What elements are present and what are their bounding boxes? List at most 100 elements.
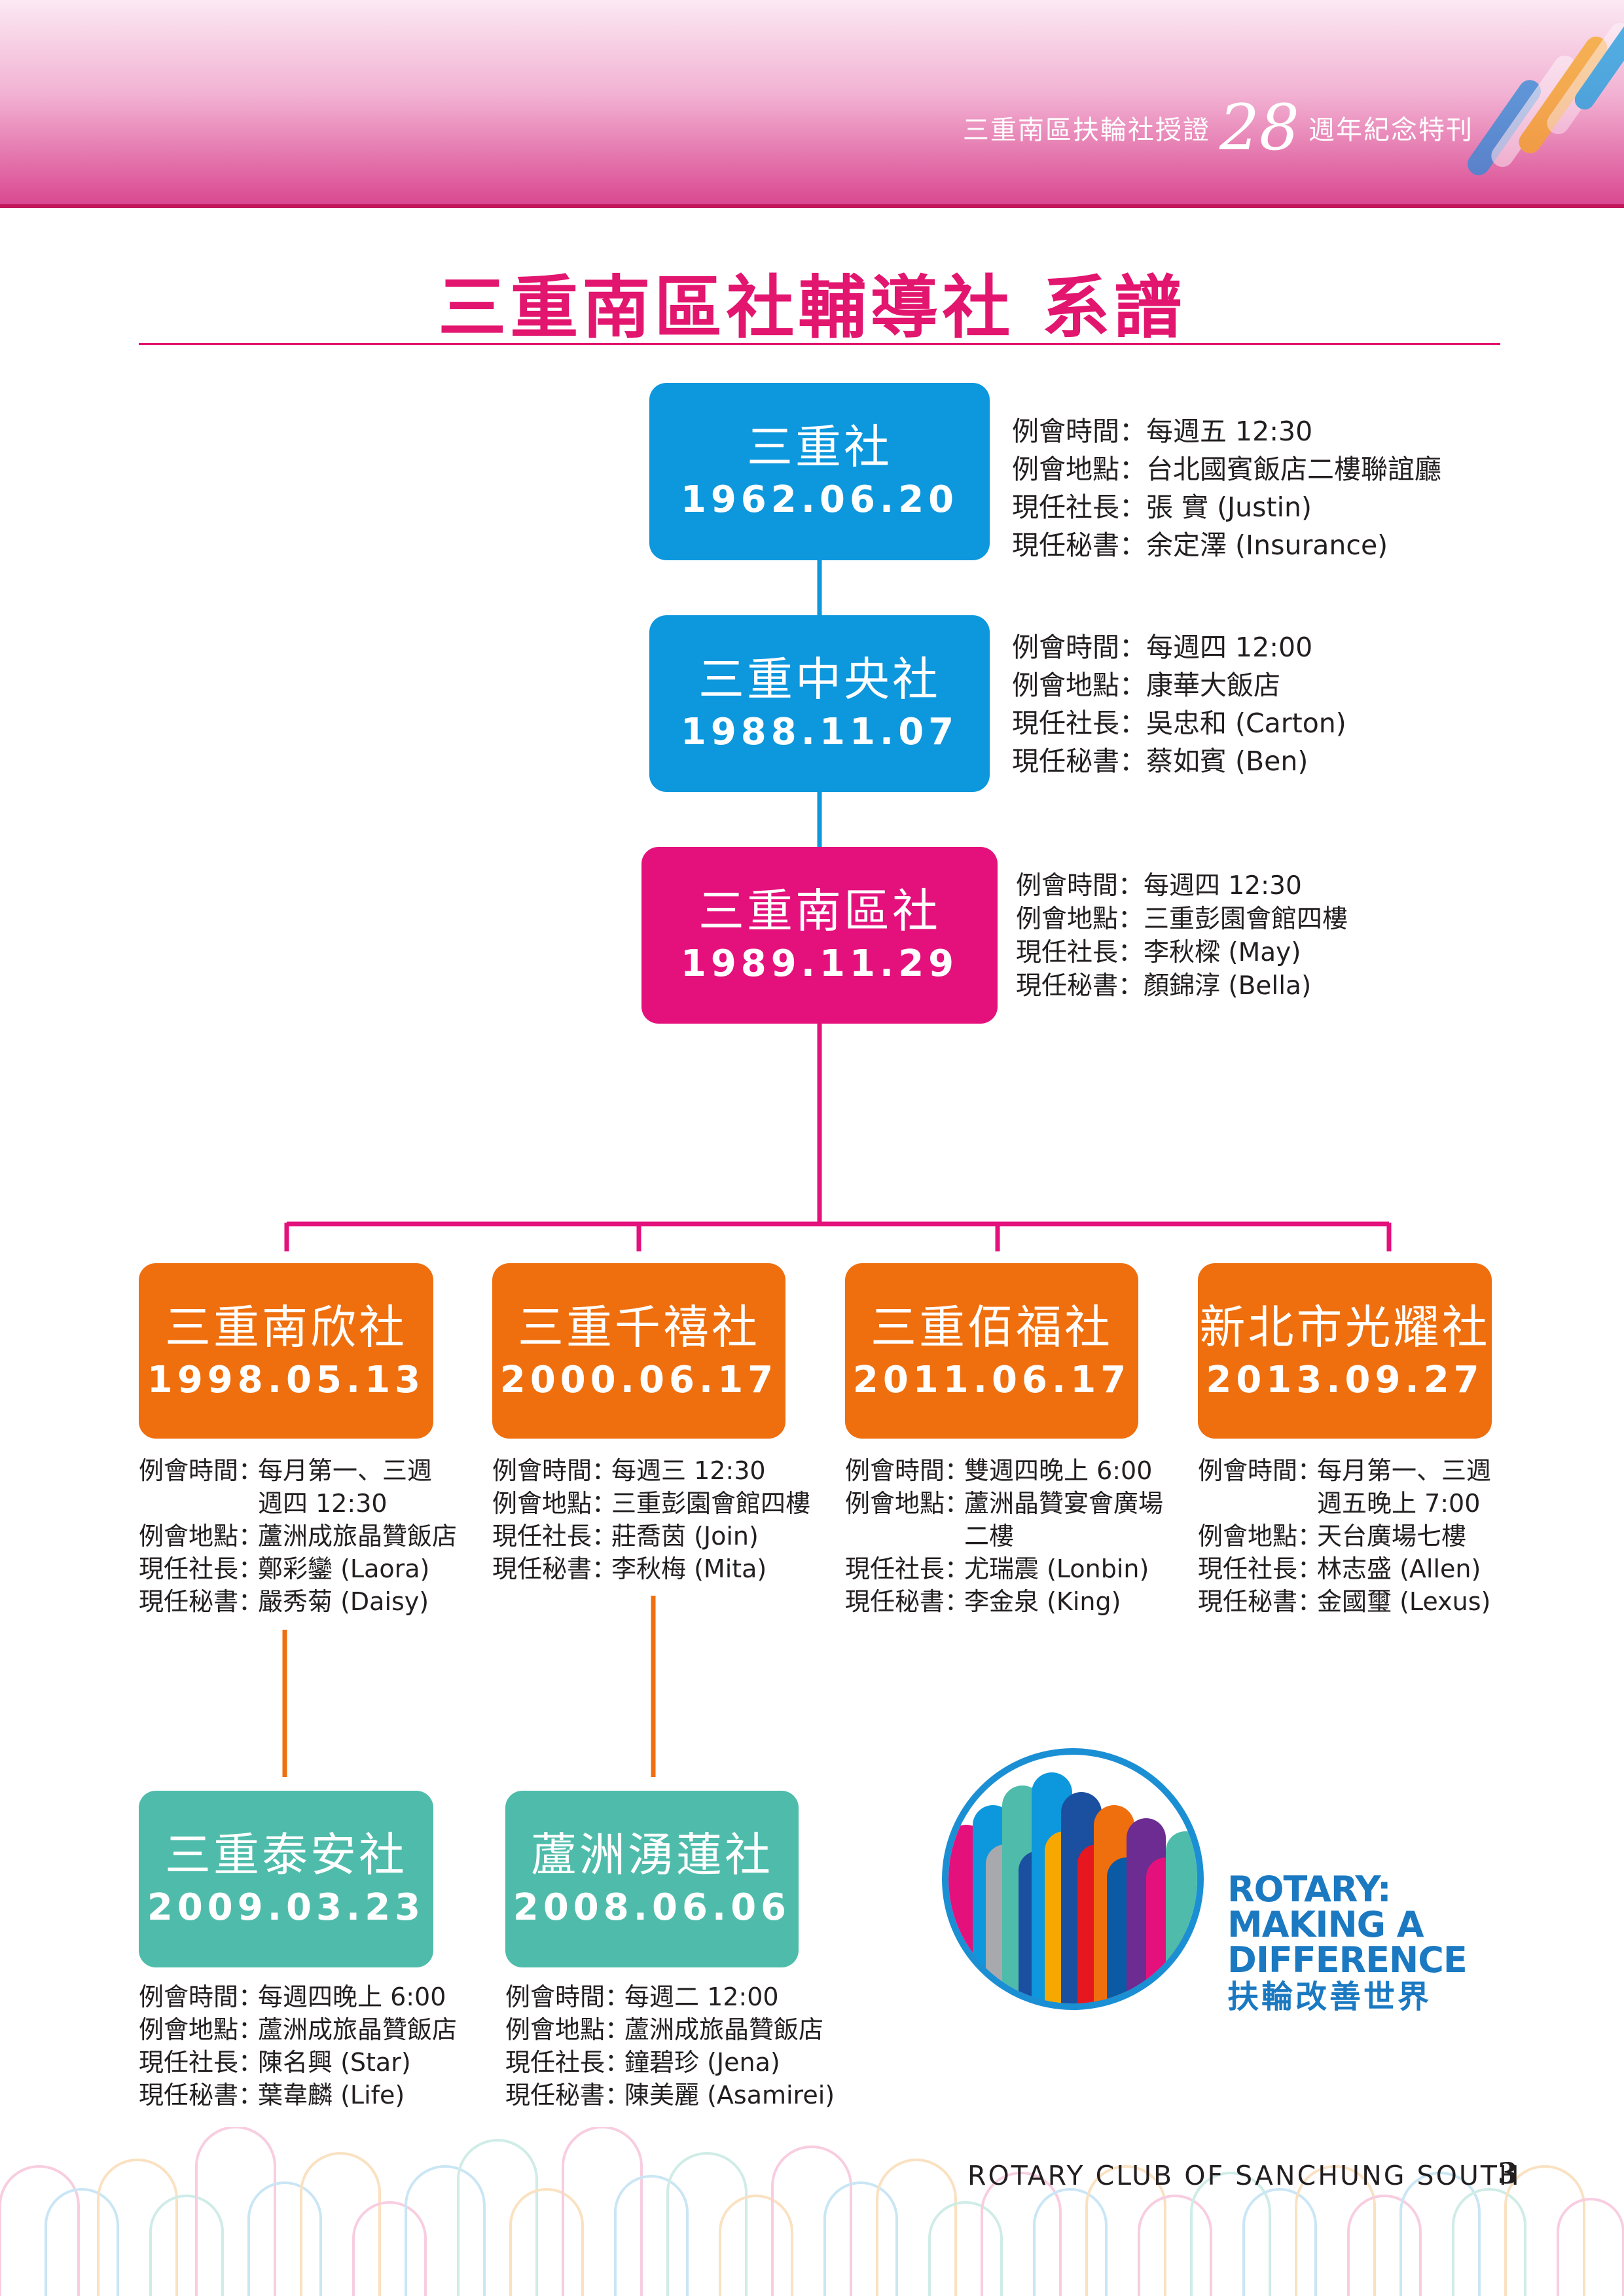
club-info-sanchung: 例會時間：每週五 12:30 例會地點：台北國賓飯店二樓聯誼廳 現任社長：張 實… (1012, 412, 1441, 564)
page-title: 三重南區社輔導社 系譜 (438, 268, 1186, 348)
meeting-place: 台北國賓飯店二樓聯誼廳 (1146, 454, 1441, 485)
meeting-place: 蘆洲成旅晶贊飯店 (624, 2015, 824, 2044)
label-time: 例會時間： (845, 1456, 970, 1485)
label-secretary: 現任秘書： (492, 1554, 617, 1583)
meeting-time: 每月第一、三週 週五晚上 7:00 (1317, 1456, 1492, 1518)
meeting-time: 雙週四晚上 6:00 (964, 1456, 1153, 1485)
rotary-theme-logo (942, 1748, 1204, 2010)
meeting-time: 每週四 12:00 (1146, 632, 1313, 663)
label-secretary: 現任秘書： (1012, 745, 1146, 777)
secretary: 蔡如賓 (Ben) (1146, 745, 1308, 777)
club-info-guangyao: 例會時間：每月第一、三週 週五晚上 7:00 例會地點：天台廣場七樓 現任社長：… (1198, 1454, 1491, 1618)
title-underline (139, 343, 1500, 345)
label-president: 現任社長： (1198, 1554, 1323, 1583)
secretary: 金國璽 (Lexus) (1317, 1587, 1491, 1616)
label-president: 現任社長： (1012, 708, 1146, 739)
header-prefix: 三重南區扶輪社授證 (962, 115, 1210, 145)
club-date: 1989.11.29 (680, 942, 959, 985)
label-president: 現任社長： (139, 2048, 264, 2077)
meeting-place: 三重彭園會館四樓 (611, 1489, 811, 1518)
club-info-taian: 例會時間：每週四晚上 6:00 例會地點：蘆洲成旅晶贊飯店 現任社長：陳名興 (… (139, 1981, 457, 2111)
label-time: 例會時間： (1198, 1456, 1323, 1485)
secretary: 顏錦淳 (Bella) (1144, 971, 1312, 1001)
label-president: 現任社長： (1012, 492, 1146, 523)
label-place: 例會地點： (492, 1489, 617, 1518)
page-number: 3 (1498, 2157, 1518, 2191)
label-time: 例會時間： (1012, 632, 1146, 663)
club-info-south: 例會時間：每週四 12:30 例會地點：三重彭園會館四樓 現任社長：李秋樑 (M… (1016, 869, 1348, 1003)
label-time: 例會時間： (492, 1456, 617, 1485)
meeting-place: 蘆洲成旅晶贊飯店 (258, 1522, 458, 1551)
club-box-sanchung: 三重社 1962.06.20 (649, 383, 990, 560)
president: 尤瑞震 (Lonbin) (964, 1554, 1149, 1583)
club-box-taian: 三重泰安社 2009.03.23 (139, 1791, 433, 1967)
president: 鄭彩鑾 (Laora) (258, 1554, 430, 1583)
label-time: 例會時間： (139, 1456, 264, 1485)
meeting-place: 蘆洲成旅晶贊飯店 (258, 2015, 458, 2044)
club-box-qianxi: 三重千禧社 2000.06.17 (492, 1263, 785, 1439)
club-date: 2000.06.17 (499, 1359, 778, 1401)
label-secretary: 現任秘書： (139, 2081, 264, 2109)
meeting-place: 天台廣場七樓 (1317, 1522, 1467, 1551)
club-name: 新北市光耀社 (1199, 1300, 1490, 1354)
club-date: 1998.05.13 (147, 1359, 425, 1401)
label-time: 例會時間： (1016, 871, 1144, 901)
header-divider (0, 204, 1624, 208)
club-name: 三重泰安社 (165, 1828, 407, 1882)
label-place: 例會地點： (1012, 670, 1146, 701)
meeting-place: 蘆洲晶贊宴會廣場 二樓 (964, 1489, 1164, 1551)
meeting-time: 每週二 12:00 (624, 1982, 779, 2011)
rotary-theme-line2: MAKING A (1227, 1904, 1424, 1945)
club-box-baifu: 三重佰福社 2011.06.17 (845, 1263, 1138, 1439)
president: 莊喬茵 (Join) (611, 1522, 759, 1551)
label-place: 例會地點： (1012, 454, 1146, 485)
club-box-nanxin: 三重南欣社 1998.05.13 (139, 1263, 433, 1439)
rotary-theme-chinese: 扶輪改善世界 (1227, 1979, 1432, 2015)
label-secretary: 現任秘書： (1198, 1587, 1323, 1616)
label-secretary: 現任秘書： (139, 1587, 264, 1616)
president: 林志盛 (Allen) (1317, 1554, 1481, 1583)
header-stripes-decoration (1467, 14, 1624, 175)
club-date: 1988.11.07 (680, 711, 959, 753)
rotary-theme-line3: DIFFERENCE (1227, 1939, 1468, 1981)
label-president: 現任社長： (1016, 938, 1144, 967)
footer-arches-decoration (0, 2127, 1624, 2296)
club-date: 2009.03.23 (147, 1886, 425, 1929)
secretary: 余定澤 (Insurance) (1146, 529, 1388, 561)
club-box-south: 三重南區社 1989.11.29 (641, 847, 998, 1024)
meeting-place: 三重彭園會館四樓 (1144, 905, 1348, 934)
club-date: 1962.06.20 (680, 478, 959, 521)
header-banner: 三重南區扶輪社授證 28 週年紀念特刊 (0, 0, 1624, 208)
label-place: 例會地點： (505, 2015, 630, 2044)
club-info-yonglian: 例會時間：每週二 12:00 例會地點：蘆洲成旅晶贊飯店 現任社長：鐘碧珍 (J… (505, 1981, 835, 2111)
meeting-time: 每週五 12:30 (1146, 416, 1313, 447)
label-place: 例會地點： (139, 2015, 264, 2044)
club-box-guangyao: 新北市光耀社 2013.09.27 (1198, 1263, 1492, 1439)
label-place: 例會地點： (845, 1489, 970, 1518)
meeting-time: 每週四 12:30 (1144, 871, 1302, 901)
club-info-central: 例會時間：每週四 12:00 例會地點：康華大飯店 現任社長：吳忠和 (Cart… (1012, 628, 1346, 780)
club-name: 三重中央社 (698, 653, 941, 706)
meeting-time: 每週三 12:30 (611, 1456, 766, 1485)
meeting-place: 康華大飯店 (1146, 670, 1280, 701)
label-secretary: 現任秘書： (505, 2081, 630, 2109)
label-time: 例會時間： (505, 1982, 630, 2011)
club-name: 三重社 (747, 420, 892, 474)
label-secretary: 現任秘書： (845, 1587, 970, 1616)
club-name: 三重南欣社 (165, 1300, 407, 1354)
label-secretary: 現任秘書： (1012, 529, 1146, 561)
label-president: 現任社長： (139, 1554, 264, 1583)
secretary: 嚴秀菊 (Daisy) (258, 1587, 429, 1616)
label-president: 現任社長： (845, 1554, 970, 1583)
club-date: 2013.09.27 (1206, 1359, 1484, 1401)
label-president: 現任社長： (492, 1522, 617, 1551)
label-place: 例會地點： (1198, 1522, 1323, 1551)
meeting-time: 每月第一、三週 週四 12:30 (258, 1456, 433, 1518)
president: 陳名興 (Star) (258, 2048, 411, 2077)
header-title: 三重南區扶輪社授證 28 週年紀念特刊 (962, 91, 1473, 164)
rotary-theme-text: ROTARY: MAKING A DIFFERENCE 扶輪改善世界 (1227, 1872, 1468, 2015)
president: 李秋樑 (May) (1144, 938, 1301, 967)
footer-club-name: ROTARY CLUB OF SANCHUNG SOUTH (967, 2160, 1521, 2191)
secretary: 李秋梅 (Mita) (611, 1554, 767, 1583)
label-time: 例會時間： (139, 1982, 264, 2011)
